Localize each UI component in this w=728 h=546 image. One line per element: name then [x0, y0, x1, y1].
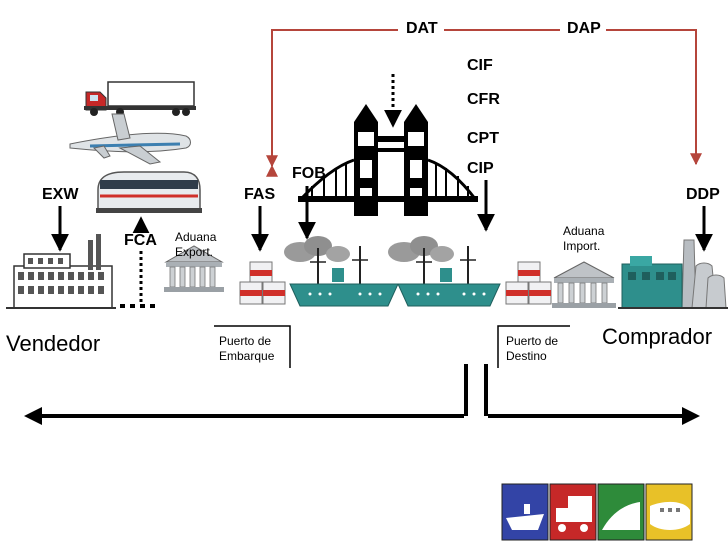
steam-ship-icon	[388, 236, 501, 307]
destination-port-bracket	[497, 325, 570, 368]
cpt-label: CPT	[467, 130, 499, 147]
cif-label: CIF	[467, 57, 493, 74]
destination-port-label: Puerto de Destino	[506, 334, 558, 364]
origin-port-line1: Puerto de	[219, 334, 272, 348]
exw-label: EXW	[42, 186, 79, 203]
tower-bridge-icon	[298, 104, 478, 216]
destination-port-line1: Puerto de	[506, 334, 559, 348]
seller-label: Vendedor	[6, 331, 101, 356]
export-customs-label: Aduana Export.	[175, 230, 216, 260]
export-customs-line2: Export.	[175, 245, 214, 259]
customs-building-icon	[552, 261, 616, 308]
cip-label: CIP	[467, 160, 494, 177]
cfr-label: CFR	[467, 91, 500, 108]
power-plant-icon	[618, 239, 728, 309]
dat-dap-bracket	[266, 29, 702, 177]
origin-port-label: Puerto de Embarque	[219, 334, 274, 364]
dat-label: DAT	[404, 20, 440, 37]
dap-label: DAP	[565, 20, 603, 37]
export-customs-line1: Aduana	[175, 230, 217, 244]
import-customs-label: Aduana Import.	[563, 224, 604, 254]
import-customs-line1: Aduana	[563, 224, 605, 238]
airplane-icon	[69, 113, 191, 165]
destination-port-line2: Destino	[506, 349, 547, 363]
factory-icon	[6, 234, 116, 309]
responsibility-arrows	[24, 364, 700, 425]
truck-icon	[84, 81, 196, 116]
customs-building-icon	[164, 245, 224, 292]
fob-label: FOB	[292, 165, 326, 182]
buyer-label: Comprador	[602, 324, 713, 349]
crates-icon	[239, 261, 286, 305]
fca-label: FCA	[123, 232, 158, 249]
transport-modes-logo-icon	[501, 483, 693, 541]
crates-icon	[505, 261, 552, 305]
origin-port-bracket	[214, 325, 291, 368]
origin-port-line2: Embarque	[219, 349, 275, 363]
train-icon	[96, 171, 202, 213]
fas-label: FAS	[244, 186, 276, 203]
ddp-label: DDP	[686, 186, 720, 203]
import-customs-line2: Import.	[563, 239, 601, 253]
steam-ship-icon	[284, 236, 399, 307]
